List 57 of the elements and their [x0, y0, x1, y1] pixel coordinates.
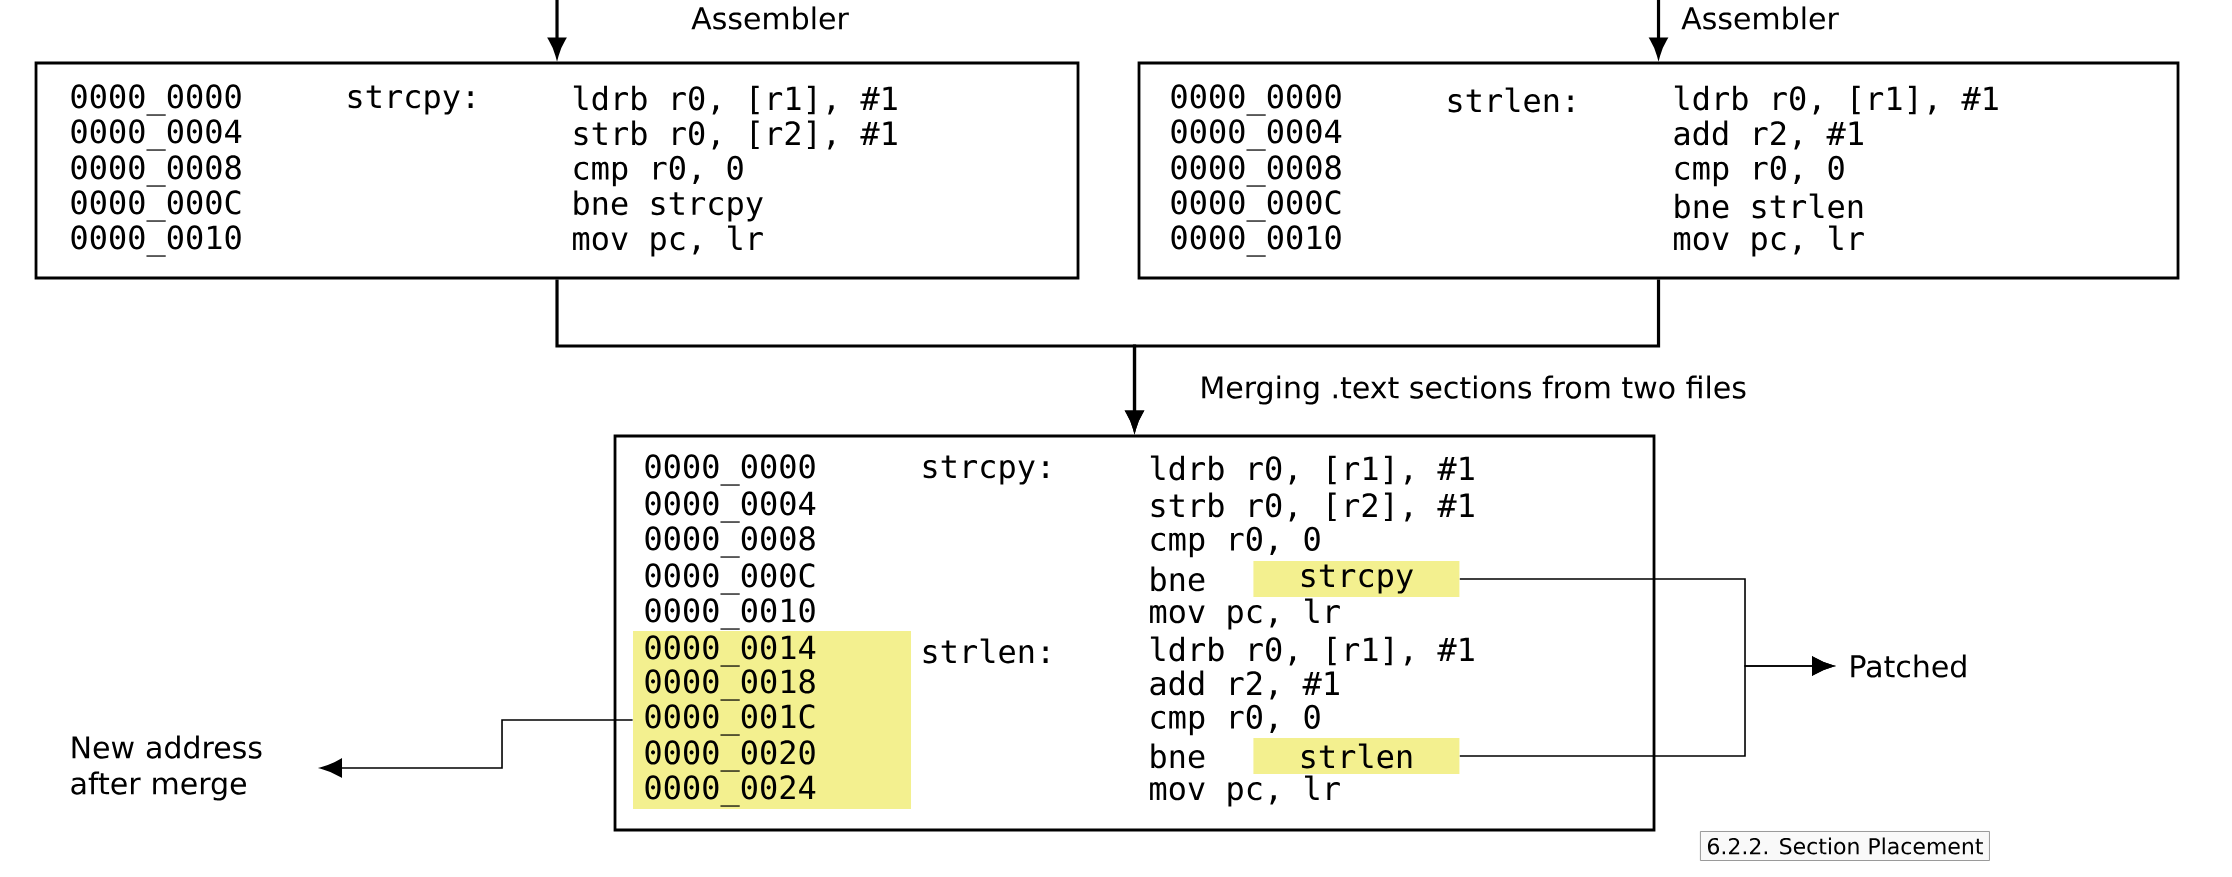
instruction-text: bne: [1151, 566, 1205, 592]
instruction-text: ldrb r0, [r1], #1: [1150, 636, 1474, 666]
address-text: 0000_0004: [71, 119, 242, 151]
address-text: 0000_0008: [645, 526, 815, 558]
edge-label: Assembler: [1677, 2, 1843, 34]
highlighted-operand: strcpy: [1253, 561, 1460, 597]
address-text: 0000_0020: [645, 740, 815, 772]
code-label: strcpy:: [348, 85, 473, 115]
instruction-text: add r2, #1: [1150, 670, 1339, 700]
address-text: 0000_0008: [1171, 155, 1341, 187]
instruction-text: mov pc, lr: [573, 225, 763, 257]
instruction-text: bne strlen: [1675, 193, 1863, 219]
address-text: 0000_000C: [1171, 190, 1341, 222]
instruction-text: cmp r0, 0: [1151, 526, 1320, 558]
address-text: 0000_001C: [645, 704, 815, 736]
instruction-text: bne: [1151, 743, 1205, 769]
code-box: [613, 434, 1656, 832]
address-text: 0000_0010: [71, 225, 241, 257]
highlighted-operand: strlen: [1253, 738, 1460, 774]
address-text: 0000_0018: [645, 669, 815, 701]
code-box: [1137, 61, 2180, 280]
code-label: strcpy:: [923, 455, 1048, 485]
edge-label: Assembler: [687, 2, 853, 34]
instruction-text: add r2, #1: [1674, 120, 1863, 150]
instruction-text: mov pc, lr: [1150, 598, 1340, 630]
address-text: 0000_0000: [645, 454, 815, 486]
address-text: 0000_0000: [71, 84, 241, 116]
address-text: 0000_0014: [645, 635, 816, 667]
note-text: New address after merge: [71, 735, 262, 801]
code-box: [34, 61, 1080, 280]
instruction-text: mov pc, lr: [1150, 775, 1340, 807]
address-text: 0000_0024: [645, 775, 816, 807]
instruction-text: cmp r0, 0: [1675, 155, 1844, 187]
address-text: 0000_0008: [71, 155, 241, 187]
instruction-text: mov pc, lr: [1674, 225, 1864, 257]
address-text: 0000_0000: [1171, 84, 1341, 116]
code-label: strlen:: [923, 638, 1048, 664]
address-text: 0000_0004: [1171, 119, 1342, 151]
instruction-text: ldrb r0, [r1], #1: [1150, 455, 1474, 485]
instruction-text: ldrb r0, [r1], #1: [1674, 85, 1998, 115]
note-text: Patched: [1851, 654, 1966, 678]
highlight: [633, 631, 911, 809]
address-text: 0000_0010: [645, 598, 815, 630]
address-text: 0000_0010: [1171, 225, 1341, 257]
address-text: 0000_000C: [71, 190, 241, 222]
instruction-text: cmp r0, 0: [574, 155, 743, 187]
address-text: 0000_000C: [645, 563, 815, 595]
instruction-text: ldrb r0, [r1], #1: [573, 85, 897, 115]
instruction-text: strb r0, [r2], #1: [1151, 492, 1474, 522]
code-label: strlen:: [1448, 87, 1573, 113]
instruction-text: cmp r0, 0: [1151, 704, 1320, 736]
address-text: 0000_0004: [645, 491, 816, 523]
instruction-text: strb r0, [r2], #1: [574, 120, 897, 150]
arrow: [1459, 656, 1834, 757]
arrow: [320, 719, 634, 778]
tooltip: 6.2.2. Section Placement: [1700, 831, 1990, 861]
instruction-text: bne strcpy: [574, 190, 763, 222]
